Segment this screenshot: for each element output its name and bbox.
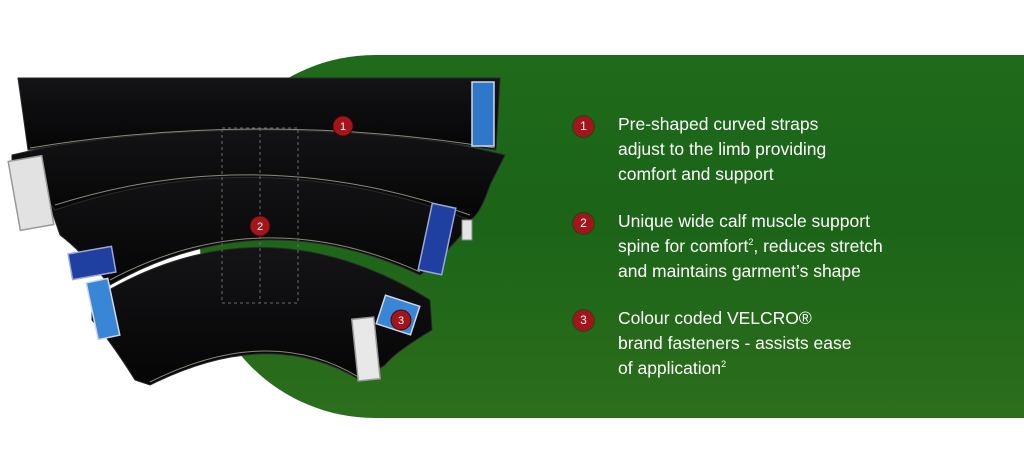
feature-line: comfort and support xyxy=(618,164,774,184)
feature-description: Unique wide calf muscle support spine fo… xyxy=(618,209,1013,284)
feature-line: spine for comfort2, reduces stretch xyxy=(618,234,1013,259)
feature-line: of application2 xyxy=(618,356,1013,381)
stitch-line xyxy=(29,128,496,149)
feature-line-text: of application xyxy=(618,358,722,378)
feature-line: Colour coded VELCRO® xyxy=(618,308,812,328)
feature-item-3: 3 Colour coded VELCRO® brand fasteners -… xyxy=(573,306,1013,381)
feature-line: brand fasteners - assists ease xyxy=(618,333,852,353)
wrap-band-1 xyxy=(17,77,501,151)
fastener-blue-left xyxy=(85,277,121,341)
stitch-line xyxy=(149,350,361,383)
fastener-white-bottom-right xyxy=(350,316,382,382)
feature-list: 1 Pre-shaped curved straps adjust to the… xyxy=(573,112,1013,403)
fastener-blue-top-right xyxy=(471,81,495,147)
feature-line: and maintains garment’s shape xyxy=(618,261,861,281)
fastener-navy-right xyxy=(417,202,457,276)
fastener-white-left xyxy=(7,154,55,232)
marker-1: 1 xyxy=(332,115,354,137)
feature-number-badge: 1 xyxy=(573,116,594,137)
fastener-white-right-small xyxy=(461,219,473,241)
feature-number-badge: 2 xyxy=(573,213,594,234)
feature-line: adjust to the limb providing xyxy=(618,139,827,159)
marker-2-label: 2 xyxy=(257,221,263,233)
marker-3: 3 xyxy=(390,309,412,331)
marker-1-label: 1 xyxy=(340,121,346,133)
feature-line: Pre-shaped curved straps xyxy=(618,114,819,134)
feature-line-text: spine for comfort xyxy=(618,236,749,256)
stitch-line xyxy=(109,237,421,281)
feature-description: Pre-shaped curved straps adjust to the l… xyxy=(618,112,1013,187)
feature-line-text: , reduces stretch xyxy=(753,236,883,256)
feature-number-badge: 3 xyxy=(573,310,594,331)
footnote-marker: 2 xyxy=(721,359,727,369)
wrap-band-4 xyxy=(91,247,433,386)
footnote-marker: 2 xyxy=(748,237,754,247)
fastener-navy-left xyxy=(67,245,117,281)
feature-description: Colour coded VELCRO® brand fasteners - a… xyxy=(618,306,1013,381)
marker-2: 2 xyxy=(249,215,271,237)
feature-item-1: 1 Pre-shaped curved straps adjust to the… xyxy=(573,112,1013,187)
feature-item-2: 2 Unique wide calf muscle support spine … xyxy=(573,209,1013,284)
marker-3-label: 3 xyxy=(398,315,404,327)
feature-line: Unique wide calf muscle support xyxy=(618,211,870,231)
stitch-line xyxy=(54,174,471,216)
